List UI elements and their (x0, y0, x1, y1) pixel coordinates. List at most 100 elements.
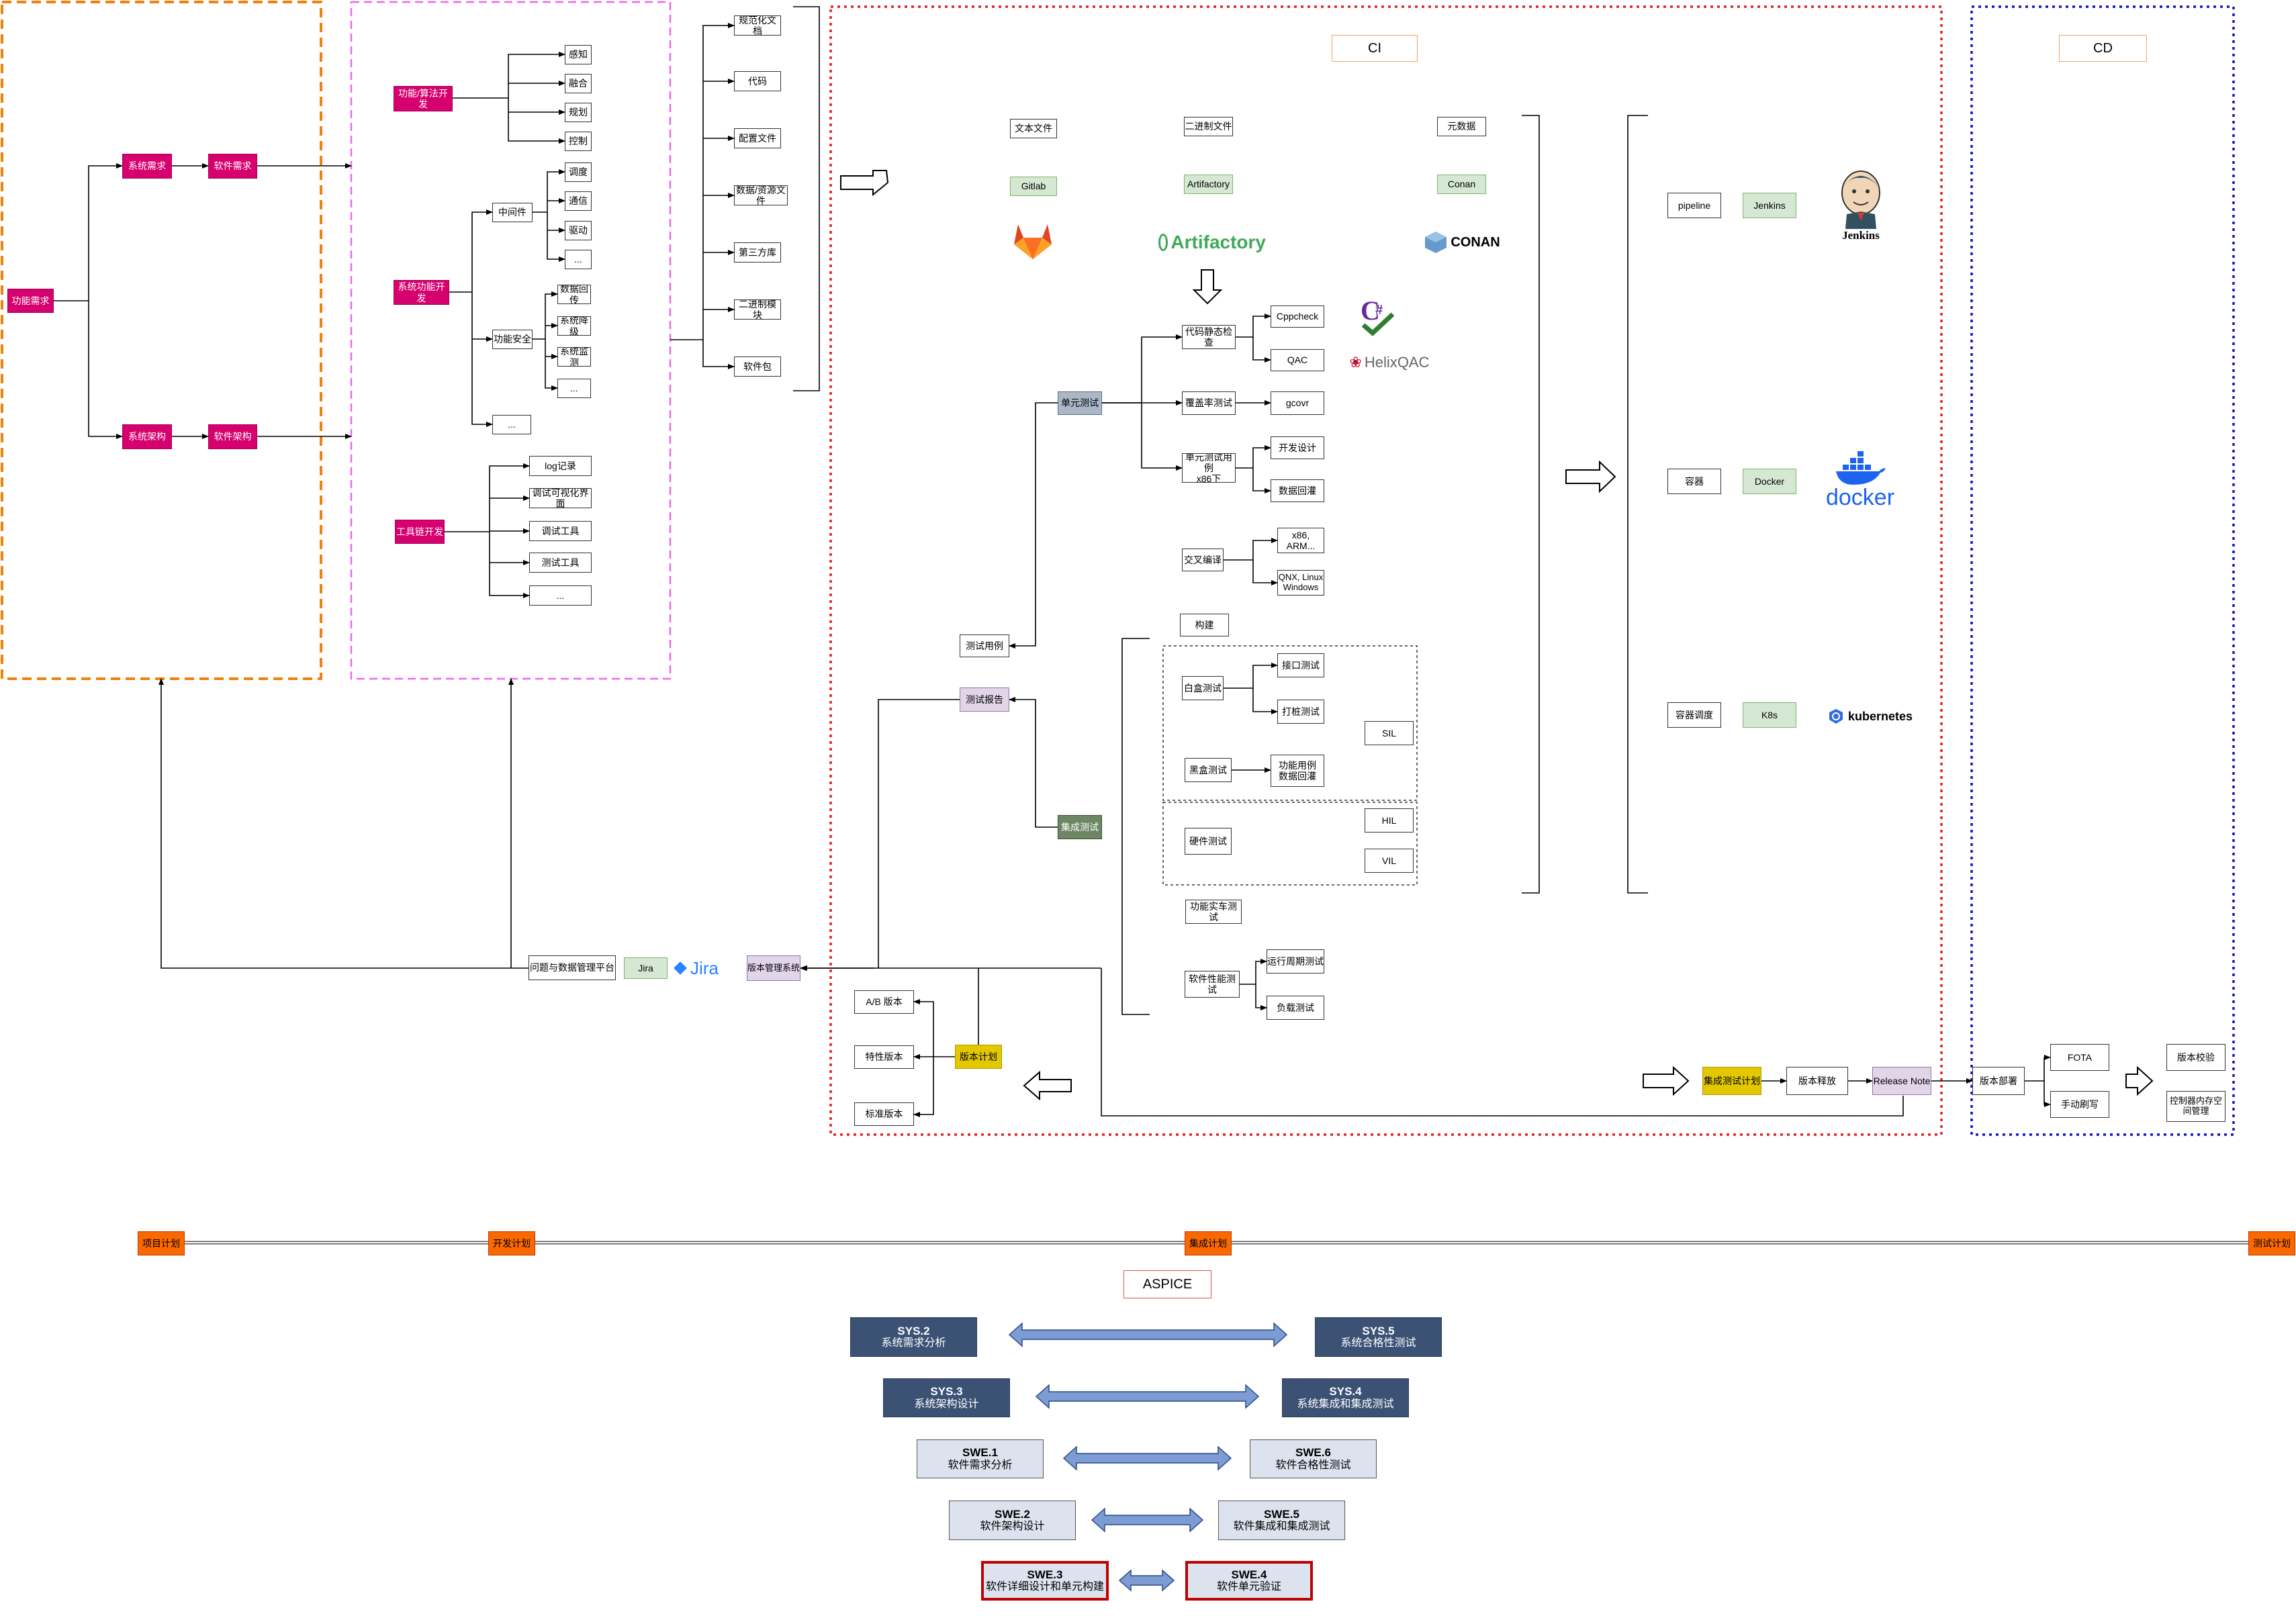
cross-compile-node[interactable]: 交叉编译 (1182, 549, 1224, 571)
fota-node[interactable]: FOTA (2050, 1044, 2109, 1071)
toolchain-dev-node[interactable]: 工具链开发 (395, 520, 445, 544)
middleware-item-more[interactable]: ... (565, 250, 592, 269)
stub-test-node[interactable]: 打桩测试 (1277, 700, 1324, 724)
tool-item-visualization[interactable]: 调试可视化界面 (529, 488, 592, 508)
middleware-item-scheduling[interactable]: 调度 (565, 162, 592, 182)
artifact-third-party[interactable]: 第三方库 (734, 242, 781, 263)
version-plan-node[interactable]: 版本计划 (955, 1045, 1002, 1069)
timeline-integration-plan[interactable]: 集成计划 (1185, 1231, 1232, 1255)
integration-test-node[interactable]: 集成测试 (1058, 815, 1102, 839)
jenkins-label-node[interactable]: Jenkins (1743, 193, 1796, 218)
standard-version-node[interactable]: 标准版本 (854, 1102, 914, 1126)
sysfunc-more-node[interactable]: ... (492, 415, 531, 434)
release-node[interactable]: 版本释放 (1786, 1067, 1848, 1095)
functional-requirement-node[interactable]: 功能需求 (7, 289, 54, 313)
unit-test-case-node[interactable]: 单元测试用例 x86下 (1182, 453, 1236, 483)
cppcheck-node[interactable]: Cppcheck (1271, 305, 1324, 328)
container-node[interactable]: 容器 (1667, 469, 1721, 494)
gcovr-node[interactable]: gcovr (1271, 391, 1324, 415)
middleware-item-communication[interactable]: 通信 (565, 191, 592, 211)
safety-item-degradation[interactable]: 系统降级 (557, 316, 591, 336)
performance-test-node[interactable]: 软件性能测试 (1185, 971, 1240, 998)
interface-test-node[interactable]: 接口测试 (1277, 653, 1324, 677)
artifact-code[interactable]: 代码 (734, 71, 781, 91)
safety-item-more[interactable]: ... (557, 379, 591, 398)
vil-node[interactable]: VIL (1365, 849, 1414, 873)
build-node[interactable]: 构建 (1180, 614, 1229, 636)
functional-replay-node[interactable]: 功能用例 数据回灌 (1271, 755, 1324, 787)
integration-test-plan-node[interactable]: 集成测试计划 (1702, 1067, 1761, 1095)
tool-item-test[interactable]: 测试工具 (529, 553, 592, 573)
algo-item-control[interactable]: 控制 (565, 132, 592, 151)
safety-item-monitoring[interactable]: 系统监测 (557, 347, 591, 367)
coverage-test-node[interactable]: 覆盖率测试 (1182, 391, 1236, 415)
version-verify-node[interactable]: 版本校验 (2166, 1044, 2225, 1071)
x86-arm-node[interactable]: x86, ARM... (1277, 528, 1324, 553)
timeline-dev-plan[interactable]: 开发计划 (488, 1231, 535, 1255)
tool-item-debug[interactable]: 调试工具 (529, 521, 592, 541)
system-function-dev-node[interactable]: 系统功能开发 (394, 280, 449, 305)
k8s-label-node[interactable]: K8s (1743, 702, 1796, 728)
unit-test-node[interactable]: 单元测试 (1058, 391, 1102, 415)
algo-dev-node[interactable]: 功能/算法开发 (394, 86, 453, 111)
orchestration-node[interactable]: 容器调度 (1667, 702, 1721, 728)
system-requirement-node[interactable]: 系统需求 (122, 154, 172, 179)
algo-item-planning[interactable]: 规划 (565, 103, 592, 122)
test-report-node[interactable]: 测试报告 (960, 687, 1009, 712)
road-test-node[interactable]: 功能实车测试 (1185, 900, 1242, 924)
artifact-data-resources[interactable]: 数据/资源文件 (734, 185, 788, 205)
artifact-binary[interactable]: 二进制模块 (734, 299, 781, 320)
issue-data-platform-node[interactable]: 问题与数据管理平台 (529, 955, 616, 980)
timeline-test-plan[interactable]: 测试计划 (2248, 1231, 2295, 1255)
algo-item-perception[interactable]: 感知 (565, 45, 592, 64)
artifact-package[interactable]: 软件包 (734, 357, 781, 377)
jira-label-node[interactable]: Jira (624, 957, 668, 979)
static-check-node[interactable]: 代码静态检查 (1182, 325, 1236, 349)
system-architecture-node[interactable]: 系统架构 (122, 424, 172, 449)
sil-node[interactable]: SIL (1365, 721, 1414, 745)
software-architecture-node[interactable]: 软件架构 (208, 424, 257, 449)
tool-item-logging[interactable]: log记录 (529, 456, 592, 476)
long-run-test-node[interactable]: 运行周期测试 (1267, 949, 1324, 973)
safety-item-data-return[interactable]: 数据回传 (557, 285, 591, 304)
timeline-project-plan[interactable]: 项目计划 (138, 1231, 185, 1255)
whitebox-test-node[interactable]: 白盒测试 (1182, 676, 1224, 700)
algo-item-fusion[interactable]: 融合 (565, 74, 592, 93)
ab-version-node[interactable]: A/B 版本 (854, 990, 914, 1014)
storage-management-node[interactable]: 控制器内存空 间管理 (2166, 1091, 2225, 1122)
manual-flash-node[interactable]: 手动刷写 (2050, 1091, 2109, 1118)
hil-node[interactable]: HIL (1365, 808, 1414, 833)
version-management-node[interactable]: 版本管理系统 (747, 955, 800, 981)
tool-item-more[interactable]: ... (529, 585, 592, 606)
release-note-node[interactable]: Release Note (1872, 1067, 1931, 1095)
docker-label-node[interactable]: Docker (1743, 469, 1796, 494)
load-test-node[interactable]: 负载测试 (1267, 996, 1324, 1020)
functional-safety-node[interactable]: 功能安全 (492, 330, 533, 349)
qac-node[interactable]: QAC (1271, 349, 1324, 371)
middleware-item-driver[interactable]: 驱动 (565, 221, 592, 240)
artifact-config[interactable]: 配置文件 (734, 128, 781, 148)
deploy-node[interactable]: 版本部署 (1972, 1067, 2025, 1095)
artifact-spec-docs[interactable]: 规范化文档 (734, 15, 781, 36)
feature-version-node[interactable]: 特性版本 (854, 1045, 914, 1069)
test-case-node[interactable]: 测试用例 (960, 634, 1009, 657)
software-requirement-node[interactable]: 软件需求 (208, 154, 257, 179)
dev-design-node[interactable]: 开发设计 (1271, 436, 1324, 459)
middleware-node[interactable]: 中间件 (492, 203, 533, 222)
hardware-test-node[interactable]: 硬件测试 (1185, 828, 1232, 855)
data-replay-node[interactable]: 数据回灌 (1271, 479, 1324, 502)
blackbox-test-node[interactable]: 黑盒测试 (1185, 758, 1232, 782)
pipeline-node[interactable]: pipeline (1667, 193, 1721, 218)
aspice-name: 软件合格性测试 (1275, 1459, 1351, 1471)
qnx-linux-node[interactable]: QNX, Linux Windows (1277, 570, 1324, 596)
